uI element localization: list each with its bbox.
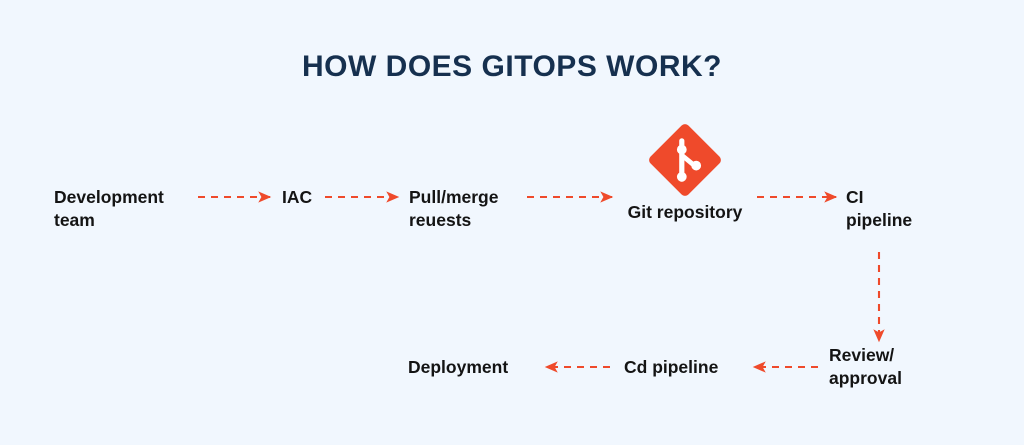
node-cd-pipeline: Cd pipeline	[624, 357, 719, 377]
node-development-team: Development team	[54, 187, 164, 231]
node-deployment: Deployment	[408, 357, 509, 377]
node-ci-pipeline: CI pipeline	[846, 187, 913, 231]
node-pull-merge-requests: Pull/merge reuests	[409, 187, 499, 231]
node-iac: IAC	[282, 187, 313, 207]
page-title: HOW DOES GITOPS WORK?	[302, 50, 722, 83]
node-review-approval: Review/ approval	[829, 345, 902, 389]
git-logo-icon	[649, 124, 721, 196]
node-git-repository: Git repository	[627, 202, 743, 222]
